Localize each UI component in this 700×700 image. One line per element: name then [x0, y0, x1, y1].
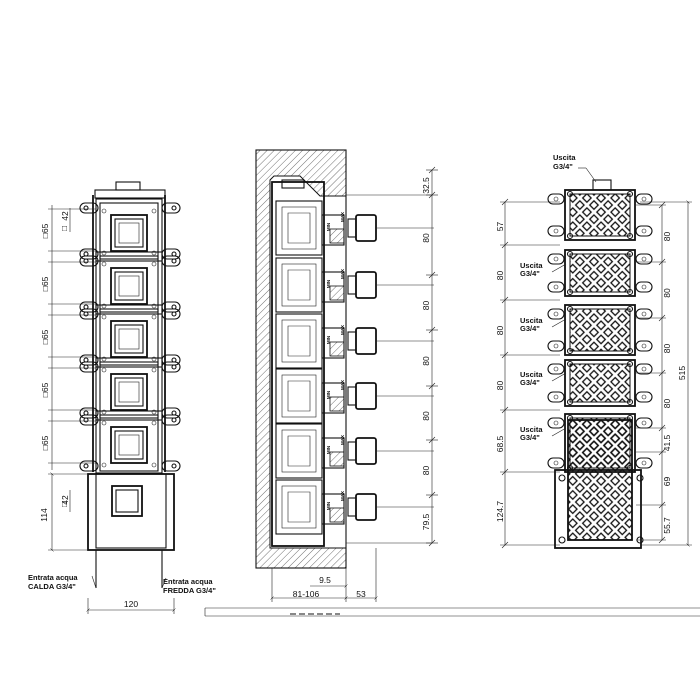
- rear-right-dim-6: 69: [662, 477, 672, 487]
- front-view: □65 □65 □65 □65 □65 114 42 □ 42 □ Entrata ac…: [28, 181, 216, 614]
- outlet-top-line2: G3/4": [553, 162, 573, 171]
- rear-module-2: [547, 249, 653, 297]
- dim-prefix-small-bottom: □: [62, 499, 67, 509]
- side-dim-4: 80: [421, 356, 431, 366]
- valve-max-label-5: MAX: [340, 435, 345, 445]
- rear-left-dim-5: 68.5: [495, 435, 505, 452]
- dim-small-top: 42: [60, 211, 70, 221]
- valve-max-label-6: MAX: [340, 491, 345, 501]
- rear-module-1: [547, 189, 653, 241]
- rear-left-dim-1: 57: [495, 222, 505, 232]
- side-module-5: MIN MAX: [275, 423, 434, 479]
- dim-9-5: 9.5: [319, 575, 331, 585]
- dim-small-bottom: 42: [60, 495, 70, 505]
- side-module-6: MIN MAX: [275, 479, 434, 535]
- valve-min-label-4: MIN: [326, 391, 331, 399]
- inlet-hot-line1: Entrata acqua: [28, 573, 78, 582]
- svg-text:42: 42: [60, 495, 70, 505]
- outlet-top-line1: Uscita: [553, 153, 576, 162]
- inlet-cold-line2: FREDDA G3/4": [163, 586, 216, 595]
- rear-left-dim-6: 124.7: [495, 501, 505, 523]
- side-module-4: MIN MAX: [275, 368, 434, 424]
- side-section-view: MIN MAX MIN MAX MIN MAX MIN MAX MIN MAX MIN MAX 32.…: [255, 149, 438, 602]
- rear-view: Uscita G3/4" 57 80 80 80 68.5 124.7 515 80 80 8…: [495, 153, 692, 549]
- rear-right-dim-7: 55.7: [662, 517, 672, 534]
- side-module-3: MIN MAX: [275, 313, 434, 369]
- valve-min-label-6: MIN: [326, 502, 331, 510]
- outlet-label-line2-4: G3/4": [520, 433, 540, 442]
- valve-min-label-5: MIN: [326, 446, 331, 454]
- front-module-dim-5: □65: [40, 435, 50, 450]
- rear-right-dim-5: 41.5: [662, 434, 672, 451]
- dim-depth: 81-106: [293, 589, 320, 599]
- rear-module-4: [547, 359, 653, 407]
- valve-min-label-2: MIN: [326, 280, 331, 288]
- front-module-dim-1: □65: [40, 223, 50, 238]
- front-module-dim-3: □65: [40, 329, 50, 344]
- outlet-label-line1-4: Uscita: [520, 425, 543, 434]
- dim-total: 515: [677, 366, 687, 380]
- side-module-1: MIN MAX: [275, 200, 434, 256]
- outlet-label-line2-3: G3/4": [520, 378, 540, 387]
- rear-right-dim-3: 80: [662, 344, 672, 354]
- valve-min-label-3: MIN: [326, 336, 331, 344]
- rear-module-bottom: [554, 419, 644, 549]
- side-dim-3: 80: [421, 301, 431, 311]
- side-dim-6: 80: [421, 466, 431, 476]
- side-module-2: MIN MAX: [275, 257, 434, 313]
- outlet-label-line1-2: Uscita: [520, 316, 543, 325]
- valve-max-label-1: MAX: [340, 212, 345, 222]
- rear-right-dim-1: 80: [662, 232, 672, 242]
- front-module-dim-4: □65: [40, 382, 50, 397]
- outlet-label-line2-1: G3/4": [520, 269, 540, 278]
- side-dim-5: 80: [421, 411, 431, 421]
- front-module-3: [79, 304, 181, 368]
- rear-module-3: [547, 304, 653, 356]
- rear-left-dim-2: 80: [495, 271, 505, 281]
- dim-53: 53: [356, 589, 366, 599]
- dim-bottom-height: 114: [39, 508, 49, 522]
- valve-max-label-3: MAX: [340, 325, 345, 335]
- rear-left-dim-3: 80: [495, 326, 505, 336]
- dim-prefix-small-top: □: [62, 223, 67, 233]
- front-module-dim-2: □65: [40, 276, 50, 291]
- side-dim-2: 80: [421, 233, 431, 243]
- outlet-label-line1-1: Uscita: [520, 261, 543, 270]
- side-dim-1: 32.5: [421, 177, 431, 194]
- side-dim-7: 79.5: [421, 513, 431, 530]
- valve-max-label-4: MAX: [340, 380, 345, 390]
- front-module-5: [79, 410, 181, 474]
- rear-right-dim-2: 80: [662, 288, 672, 298]
- rear-right-dim-4: 80: [662, 399, 672, 409]
- svg-text:42: 42: [60, 211, 70, 221]
- outlet-label-line2-2: G3/4": [520, 324, 540, 333]
- outlet-label-line1-3: Uscita: [520, 370, 543, 379]
- rear-left-dim-4: 80: [495, 381, 505, 391]
- inlet-cold-line1: Entrata acqua: [163, 577, 213, 586]
- valve-max-label-2: MAX: [340, 269, 345, 279]
- dim-width: 120: [124, 599, 138, 609]
- front-module-4: [79, 357, 181, 421]
- inlet-hot-line2: CALDA G3/4": [28, 582, 76, 591]
- valve-min-label-1: MIN: [326, 223, 331, 231]
